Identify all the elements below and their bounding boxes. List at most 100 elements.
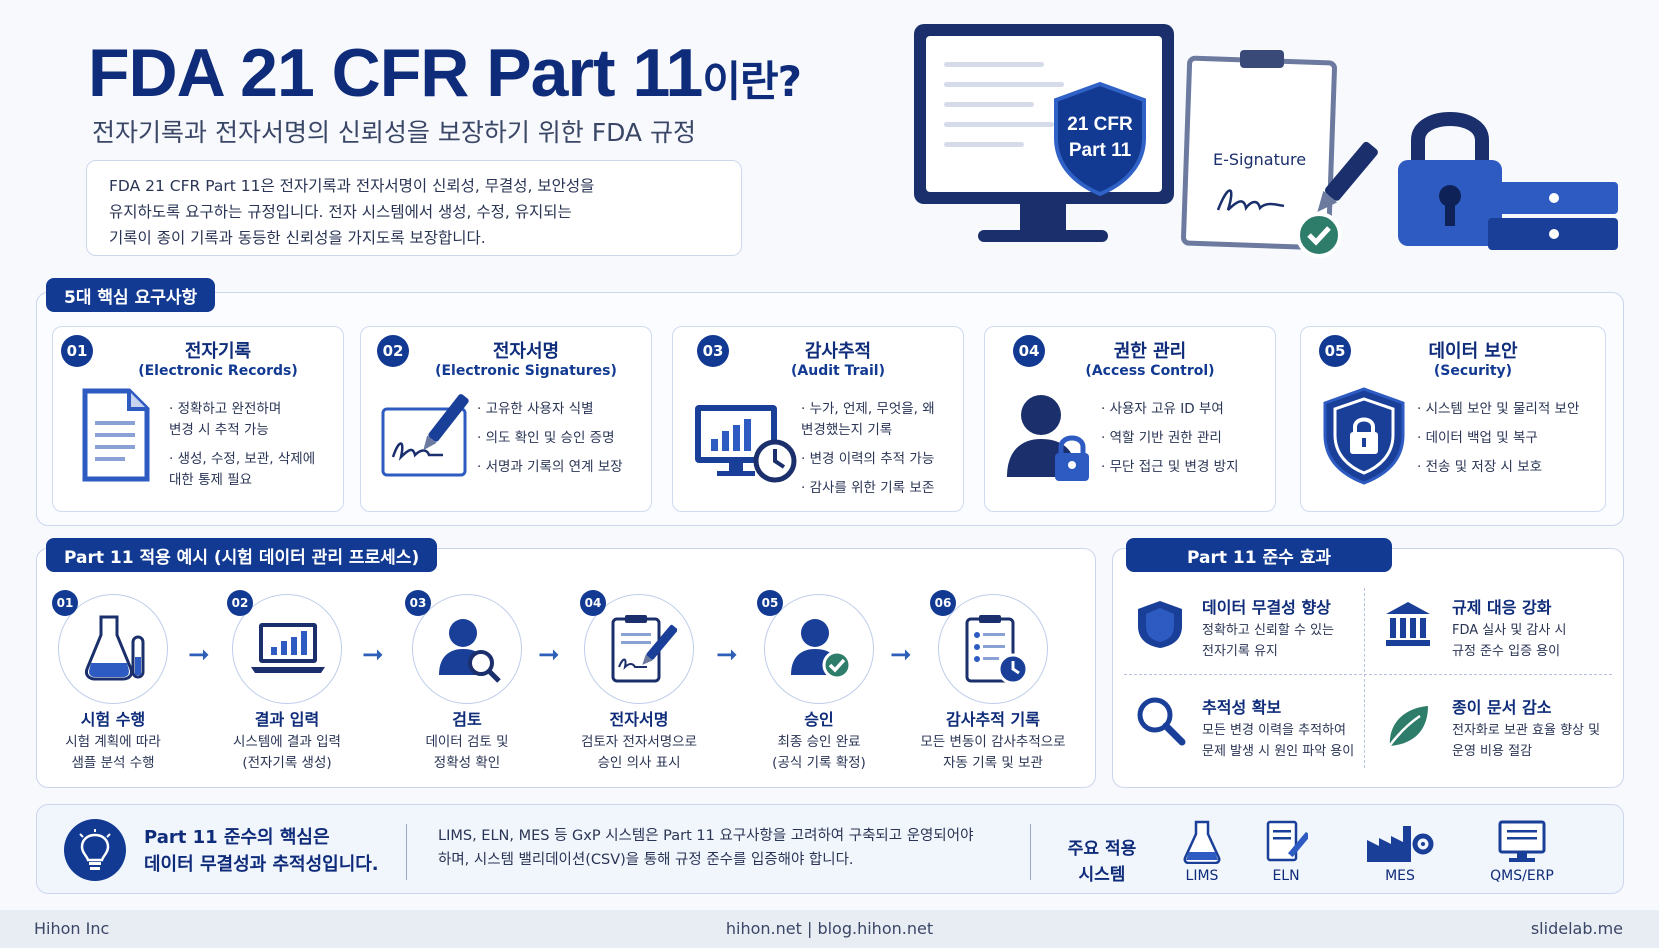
requirement-title: 데이터 보안 xyxy=(1428,341,1518,362)
requirement-subtitle: (Security) xyxy=(1433,363,1513,379)
signature-scribble-icon xyxy=(1216,189,1285,211)
process-step-desc: 시스템에 결과 입력(전자기록 생성) xyxy=(233,734,341,771)
process-step-number: 05 xyxy=(757,590,783,616)
arrow-right-icon: ➞ xyxy=(362,640,384,670)
shield-icon xyxy=(1138,601,1182,648)
clipboard-clock-icon xyxy=(965,615,1029,685)
factory-gear-icon xyxy=(1367,826,1434,862)
requirement-card-security: 05 데이터 보안 (Security) · 시스템 보안 및 물리적 보안 ·… xyxy=(1300,326,1606,512)
laptop-chart-icon xyxy=(251,623,325,673)
process-step-icon-wrap xyxy=(764,594,874,704)
signature-pen-icon xyxy=(381,394,469,477)
arrow-right-icon: ➞ xyxy=(538,640,560,670)
process-step-icon-wrap xyxy=(584,594,694,704)
process-step-number: 06 xyxy=(930,590,956,616)
effects-divider-horizontal xyxy=(1124,674,1612,675)
process-step-icon-wrap xyxy=(412,594,522,704)
process-step-number: 01 xyxy=(52,590,78,616)
requirement-bullets: · 사용자 고유 ID 부여 · 역할 기반 권한 관리 · 무단 접근 및 변… xyxy=(1101,401,1239,475)
leaf-icon xyxy=(1386,706,1428,749)
requirement-subtitle: (Electronic Records) xyxy=(138,363,298,379)
banner-divider xyxy=(406,824,407,880)
intro-box: FDA 21 CFR Part 11은 전자기록과 전자서명이 신뢰성, 무결성… xyxy=(86,160,742,256)
system-eln: ELN xyxy=(1246,820,1326,884)
magnifier-icon xyxy=(1137,697,1186,746)
requirement-number: 02 xyxy=(377,335,409,367)
process-step-icon-wrap xyxy=(938,594,1048,704)
requirements-title: 5대 핵심 요구사항 xyxy=(46,278,216,312)
desktop-icon xyxy=(1498,820,1546,862)
effects-divider-vertical xyxy=(1364,588,1365,768)
requirement-number: 04 xyxy=(1013,335,1045,367)
requirement-title: 전자서명 xyxy=(492,341,560,362)
process-step-desc: 최종 승인 완료(공식 기록 확정) xyxy=(772,734,866,771)
requirement-title: 전자기록 xyxy=(184,341,252,362)
clipboard-clip xyxy=(1240,50,1284,68)
esignature-label: E-Signature xyxy=(1213,150,1307,169)
requirement-number: 03 xyxy=(697,335,729,367)
shield-lock-icon xyxy=(1323,387,1405,485)
check-icon xyxy=(1296,212,1342,258)
requirement-card-records: 01 전자기록 (Electronic Records) · 정확하고 완전하며… xyxy=(52,326,344,512)
requirement-bullets: · 고유한 사용자 식별 · 의도 확인 및 승인 증명 · 서명과 기록의 연… xyxy=(477,401,623,475)
requirement-number: 05 xyxy=(1319,335,1351,367)
clipboard-sign-icon xyxy=(611,615,677,683)
requirement-card-audit-trail: 03 감사추적 (Audit Trail) · 누가, 언제, 무엇을, 왜 변… xyxy=(672,326,964,512)
key-message-banner xyxy=(36,804,1624,894)
lightbulb-icon-wrap xyxy=(64,819,126,881)
process-step-number: 02 xyxy=(227,590,253,616)
monitor-base xyxy=(978,230,1108,242)
requirement-card-signatures: 02 전자서명 (Electronic Signatures) · 고유한 사용… xyxy=(360,326,652,512)
institution-icon xyxy=(1386,602,1430,646)
user-check-icon xyxy=(791,619,852,680)
binders-icon xyxy=(1488,182,1618,250)
notebook-pen-icon xyxy=(1266,820,1308,862)
process-title: Part 11 적용 예시 (시험 데이터 관리 프로세스) xyxy=(46,538,438,572)
requirement-number: 01 xyxy=(61,335,93,367)
banner-divider xyxy=(1030,824,1031,880)
banner-text: LIMS, ELN, MES 등 GxP 시스템은 Part 11 요구사항을 … xyxy=(438,828,974,868)
process-section xyxy=(36,548,1096,788)
footer: Hihon Inc hihon.net | blog.hihon.net sli… xyxy=(0,910,1659,948)
arrow-right-icon: ➞ xyxy=(716,640,738,670)
process-step-title: 검토 xyxy=(452,710,482,729)
effect-title: 종이 문서 감소 xyxy=(1452,698,1552,717)
monitor-stand xyxy=(1020,204,1066,232)
requirement-title: 감사추적 xyxy=(804,341,872,362)
process-step-number: 03 xyxy=(405,590,431,616)
page-title: FDA 21 CFR Part 11이란? xyxy=(88,35,802,111)
lab-flask-icon xyxy=(85,615,145,681)
arrow-right-icon: ➞ xyxy=(188,640,210,670)
pen-icon xyxy=(1317,141,1378,212)
arrow-right-icon: ➞ xyxy=(890,640,912,670)
process-step-title: 전자서명 xyxy=(609,710,669,729)
requirement-subtitle: (Access Control) xyxy=(1085,363,1215,379)
requirement-bullets: · 시스템 보안 및 물리적 보안 · 데이터 백업 및 복구 · 전송 및 저… xyxy=(1417,401,1580,475)
effect-title: 규제 대응 강화 xyxy=(1452,598,1552,617)
process-step-title: 승인 xyxy=(804,710,834,729)
user-search-icon xyxy=(439,619,501,683)
shield-badge-icon xyxy=(1054,81,1146,197)
requirement-title: 권한 관리 xyxy=(1113,341,1187,362)
document-icon xyxy=(82,388,150,482)
effects-title: Part 11 준수 효과 xyxy=(1126,538,1392,572)
process-step-number: 04 xyxy=(580,590,606,616)
lightbulb-icon xyxy=(79,829,111,870)
user-lock-icon xyxy=(1007,395,1089,481)
effect-title: 추적성 확보 xyxy=(1202,698,1282,717)
system-lims: LIMS xyxy=(1162,820,1242,884)
footer-links: hihon.net | blog.hihon.net xyxy=(725,919,934,938)
requirement-bullets: · 누가, 언제, 무엇을, 왜 변경했는지 기록 · 변경 이력의 추적 가능… xyxy=(801,401,935,496)
page-subtitle: 전자기록과 전자서명의 신뢰성을 보장하기 위한 FDA 규정 xyxy=(92,118,696,147)
footer-company: Hihon Inc xyxy=(34,919,110,938)
effect-title: 데이터 무결성 향상 xyxy=(1202,598,1331,617)
requirement-bullets: · 정확하고 완전하며 변경 시 추적 가능 · 생성, 수정, 보관, 삭제에… xyxy=(169,401,316,488)
